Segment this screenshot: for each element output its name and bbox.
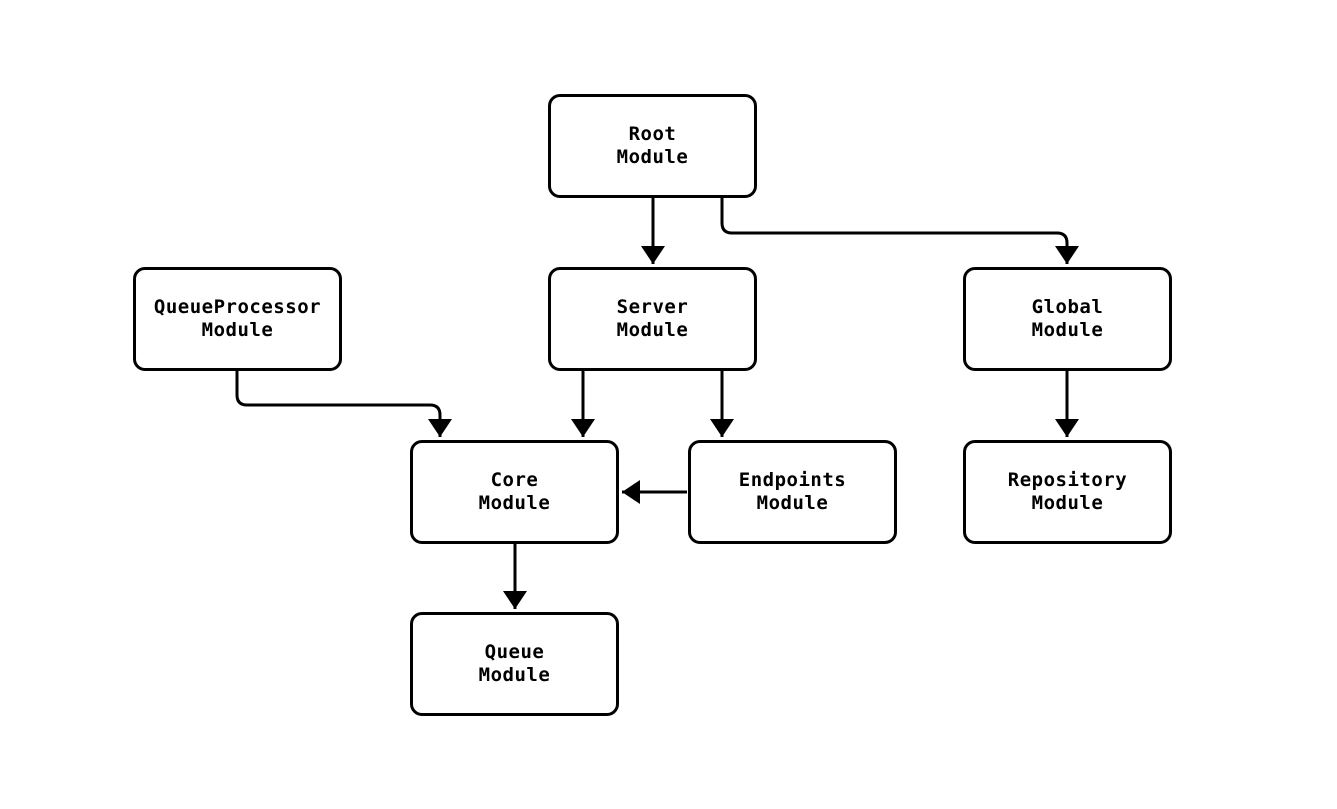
node-queueprocessor-module: QueueProcessor Module	[133, 267, 342, 371]
node-label-line2: Module	[1031, 319, 1104, 341]
node-label-line2: Module	[478, 664, 551, 686]
node-queue-module: Queue Module	[410, 612, 619, 716]
node-server-module: Server Module	[548, 267, 757, 371]
node-label-line2: Module	[1031, 492, 1104, 514]
node-label-line2: Module	[201, 319, 274, 341]
node-root-module: Root Module	[548, 94, 757, 198]
node-label-line1: Queue	[484, 641, 545, 663]
node-label-line1: Server	[616, 296, 689, 318]
node-label-line2: Module	[478, 492, 551, 514]
node-label-line2: Module	[756, 492, 829, 514]
edge-queueprocessor-to-core	[235, 371, 452, 437]
node-core-module: Core Module	[410, 440, 619, 544]
node-label-line1: Root	[628, 123, 677, 145]
node-label-line2: Module	[616, 319, 689, 341]
node-endpoints-module: Endpoints Module	[688, 440, 897, 544]
edge-root-to-global	[720, 198, 1079, 264]
node-label-line1: Core	[490, 469, 539, 491]
node-label-line1: QueueProcessor	[153, 296, 322, 318]
node-label-line1: Endpoints	[738, 469, 847, 491]
node-repository-module: Repository Module	[963, 440, 1172, 544]
node-label-line1: Repository	[1007, 469, 1128, 491]
node-label-line1: Global	[1031, 296, 1104, 318]
node-label-line2: Module	[616, 146, 689, 168]
node-global-module: Global Module	[963, 267, 1172, 371]
